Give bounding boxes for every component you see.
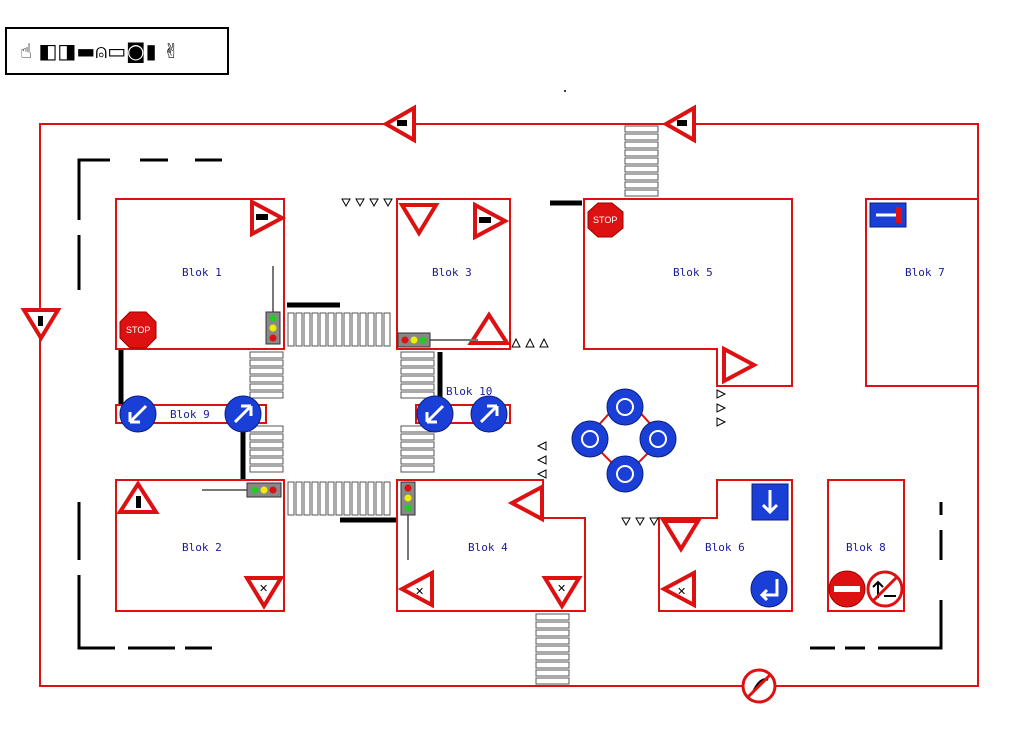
traffic-light-icon (265, 266, 281, 345)
yield-sign-icon (20, 308, 62, 342)
svg-text:✕: ✕ (259, 582, 268, 595)
title-box: ☝ ◧◨▬⍝▭◙▮ ✌ (5, 27, 229, 75)
warning-triangle-icon (381, 104, 416, 144)
no-parking-icon (741, 668, 777, 704)
warning-triangle-icon (116, 480, 160, 514)
outer-road-border (39, 123, 979, 687)
yield-sign-icon (398, 203, 440, 237)
crossing-top (624, 125, 659, 197)
warning-triangle-icon (661, 104, 696, 144)
keep-direction-icon (750, 570, 788, 608)
block-5-label: Blok 5 (673, 266, 713, 279)
traffic-light-icon (400, 481, 416, 560)
stop-sign-text: STOP (593, 215, 617, 225)
block-2-label: Blok 2 (182, 541, 222, 554)
traffic-light-icon (202, 482, 282, 498)
block-4-label: Blok 4 (468, 541, 508, 554)
map-dot (564, 90, 566, 92)
warning-triangle-icon (507, 483, 544, 523)
block-10-label: Blok 10 (446, 385, 492, 398)
crossing-blok3-below (400, 351, 435, 399)
no-parking-icon (866, 570, 904, 608)
traffic-light-icon (397, 332, 478, 348)
yield-markings (341, 198, 727, 527)
block-5: Blok 5 (583, 198, 793, 387)
one-way-icon (751, 483, 789, 521)
block-9-label: Blok 9 (170, 408, 210, 421)
curb-lines (77, 158, 943, 650)
block-6-label: Blok 6 (705, 541, 745, 554)
keep-direction-icon (470, 395, 508, 433)
crossing-lower-mid (287, 481, 391, 516)
roundabout (571, 388, 677, 493)
stop-sign-text: STOP (126, 325, 150, 335)
crossing-blok9-below (249, 425, 284, 473)
title-glyphs: ☝ ◧◨▬⍝▭◙▮ ✌ (20, 39, 180, 63)
crossing-upper-mid (287, 312, 391, 347)
roundabout-icon (606, 388, 644, 426)
warning-triangle-icon (467, 311, 511, 345)
block-8-label: Blok 8 (846, 541, 886, 554)
keep-direction-icon (224, 395, 262, 433)
warning-triangle-icon (250, 198, 287, 238)
keep-direction-icon (416, 395, 454, 433)
roundabout-icon (639, 420, 677, 458)
yield-sign-icon: ✕ (541, 576, 583, 610)
crossing-bottom (535, 613, 570, 685)
yield-sign-icon (660, 519, 702, 553)
stop-sign-icon: STOP (119, 311, 157, 349)
zebra-crossings (249, 125, 659, 685)
yield-sign-icon: ✕ (243, 576, 285, 610)
keep-direction-icon (119, 395, 157, 433)
warning-triangle-icon: ✕ (659, 569, 696, 609)
svg-text:✕: ✕ (557, 582, 566, 595)
svg-text:✕: ✕ (415, 585, 424, 598)
stop-sign-icon: STOP (587, 202, 624, 238)
block-7: Blok 7 (865, 198, 979, 387)
svg-text:✕: ✕ (677, 585, 686, 598)
no-entry-icon (828, 570, 866, 608)
roundabout-icon (571, 420, 609, 458)
crossing-blok10-below (400, 425, 435, 473)
warning-triangle-icon (473, 201, 510, 241)
block-1-label: Blok 1 (182, 266, 222, 279)
roundabout-icon (606, 455, 644, 493)
crossing-blok1-below (249, 351, 284, 399)
block-3-label: Blok 3 (432, 266, 472, 279)
warning-triangle-icon (722, 345, 759, 385)
warning-triangle-icon: ✕ (397, 569, 434, 609)
block-7-label: Blok 7 (905, 266, 945, 279)
one-way-icon (869, 202, 907, 228)
